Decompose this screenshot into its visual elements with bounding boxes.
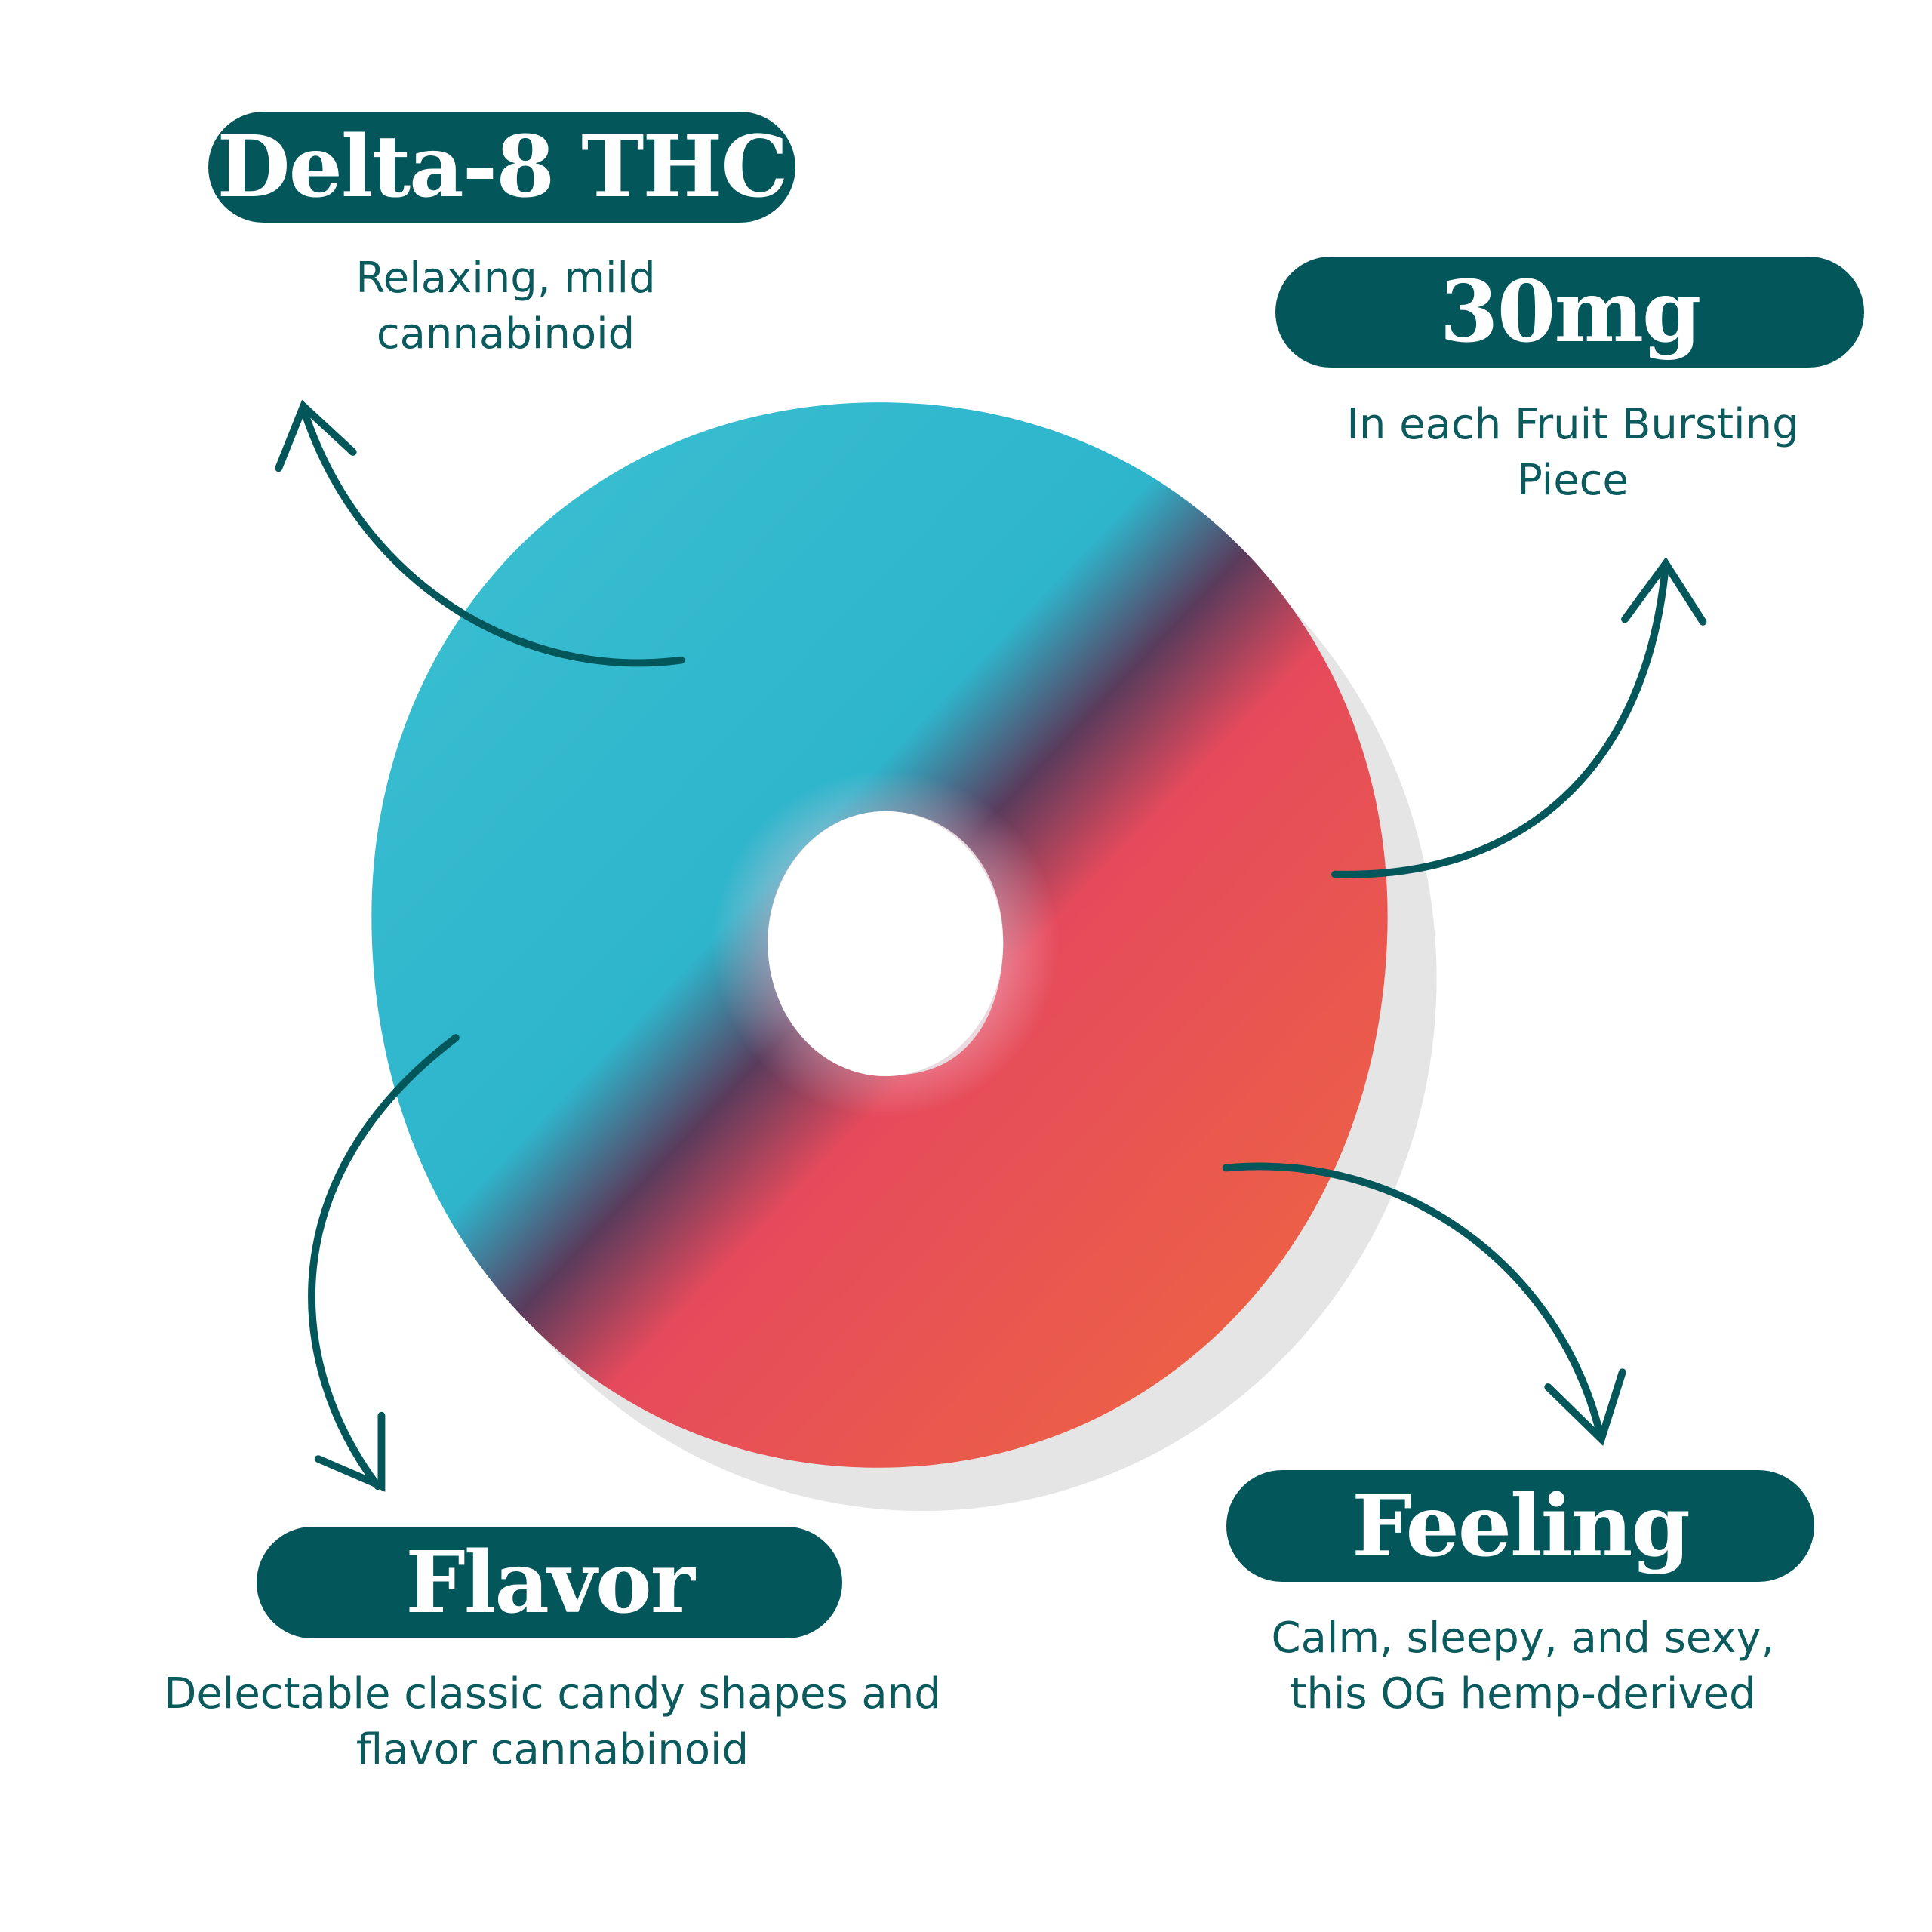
dose-line-2: Piece [1517,456,1629,505]
flavor-description: Delectable classic candy shapes and flav… [100,1666,1005,1778]
flavor-line-2: flavor cannabinoid [355,1725,749,1774]
flavor-line-1: Delectable classic candy shapes and [164,1669,941,1718]
arrow-flavor [308,1034,460,1492]
delta-line-2: cannabinoid [376,309,635,358]
feeling-badge: Feeling [1226,1470,1814,1582]
arrow-feeling [1222,1162,1626,1446]
flavor-badge: Flavor [257,1527,842,1638]
feeling-line-1: Calm, sleepy, and sexy, [1271,1614,1775,1663]
delta-8-description: Relaxing, mild cannabinoid [279,251,732,362]
feeling-description: Calm, sleepy, and sexy, this OG hemp-der… [1221,1611,1825,1722]
dose-description: In each Fruit Bursting Piece [1271,397,1875,509]
arrow-dose [1331,556,1707,878]
gummy-ring-image [371,402,1437,1512]
dose-line-1: In each Fruit Bursting [1346,400,1799,449]
dose-badge: 30mg [1275,257,1864,368]
arrow-delta [275,399,685,667]
delta-8-badge: Delta-8 THC [208,112,795,223]
feeling-line-2: this OG hemp-derived [1290,1669,1756,1718]
delta-line-1: Relaxing, mild [355,254,656,303]
